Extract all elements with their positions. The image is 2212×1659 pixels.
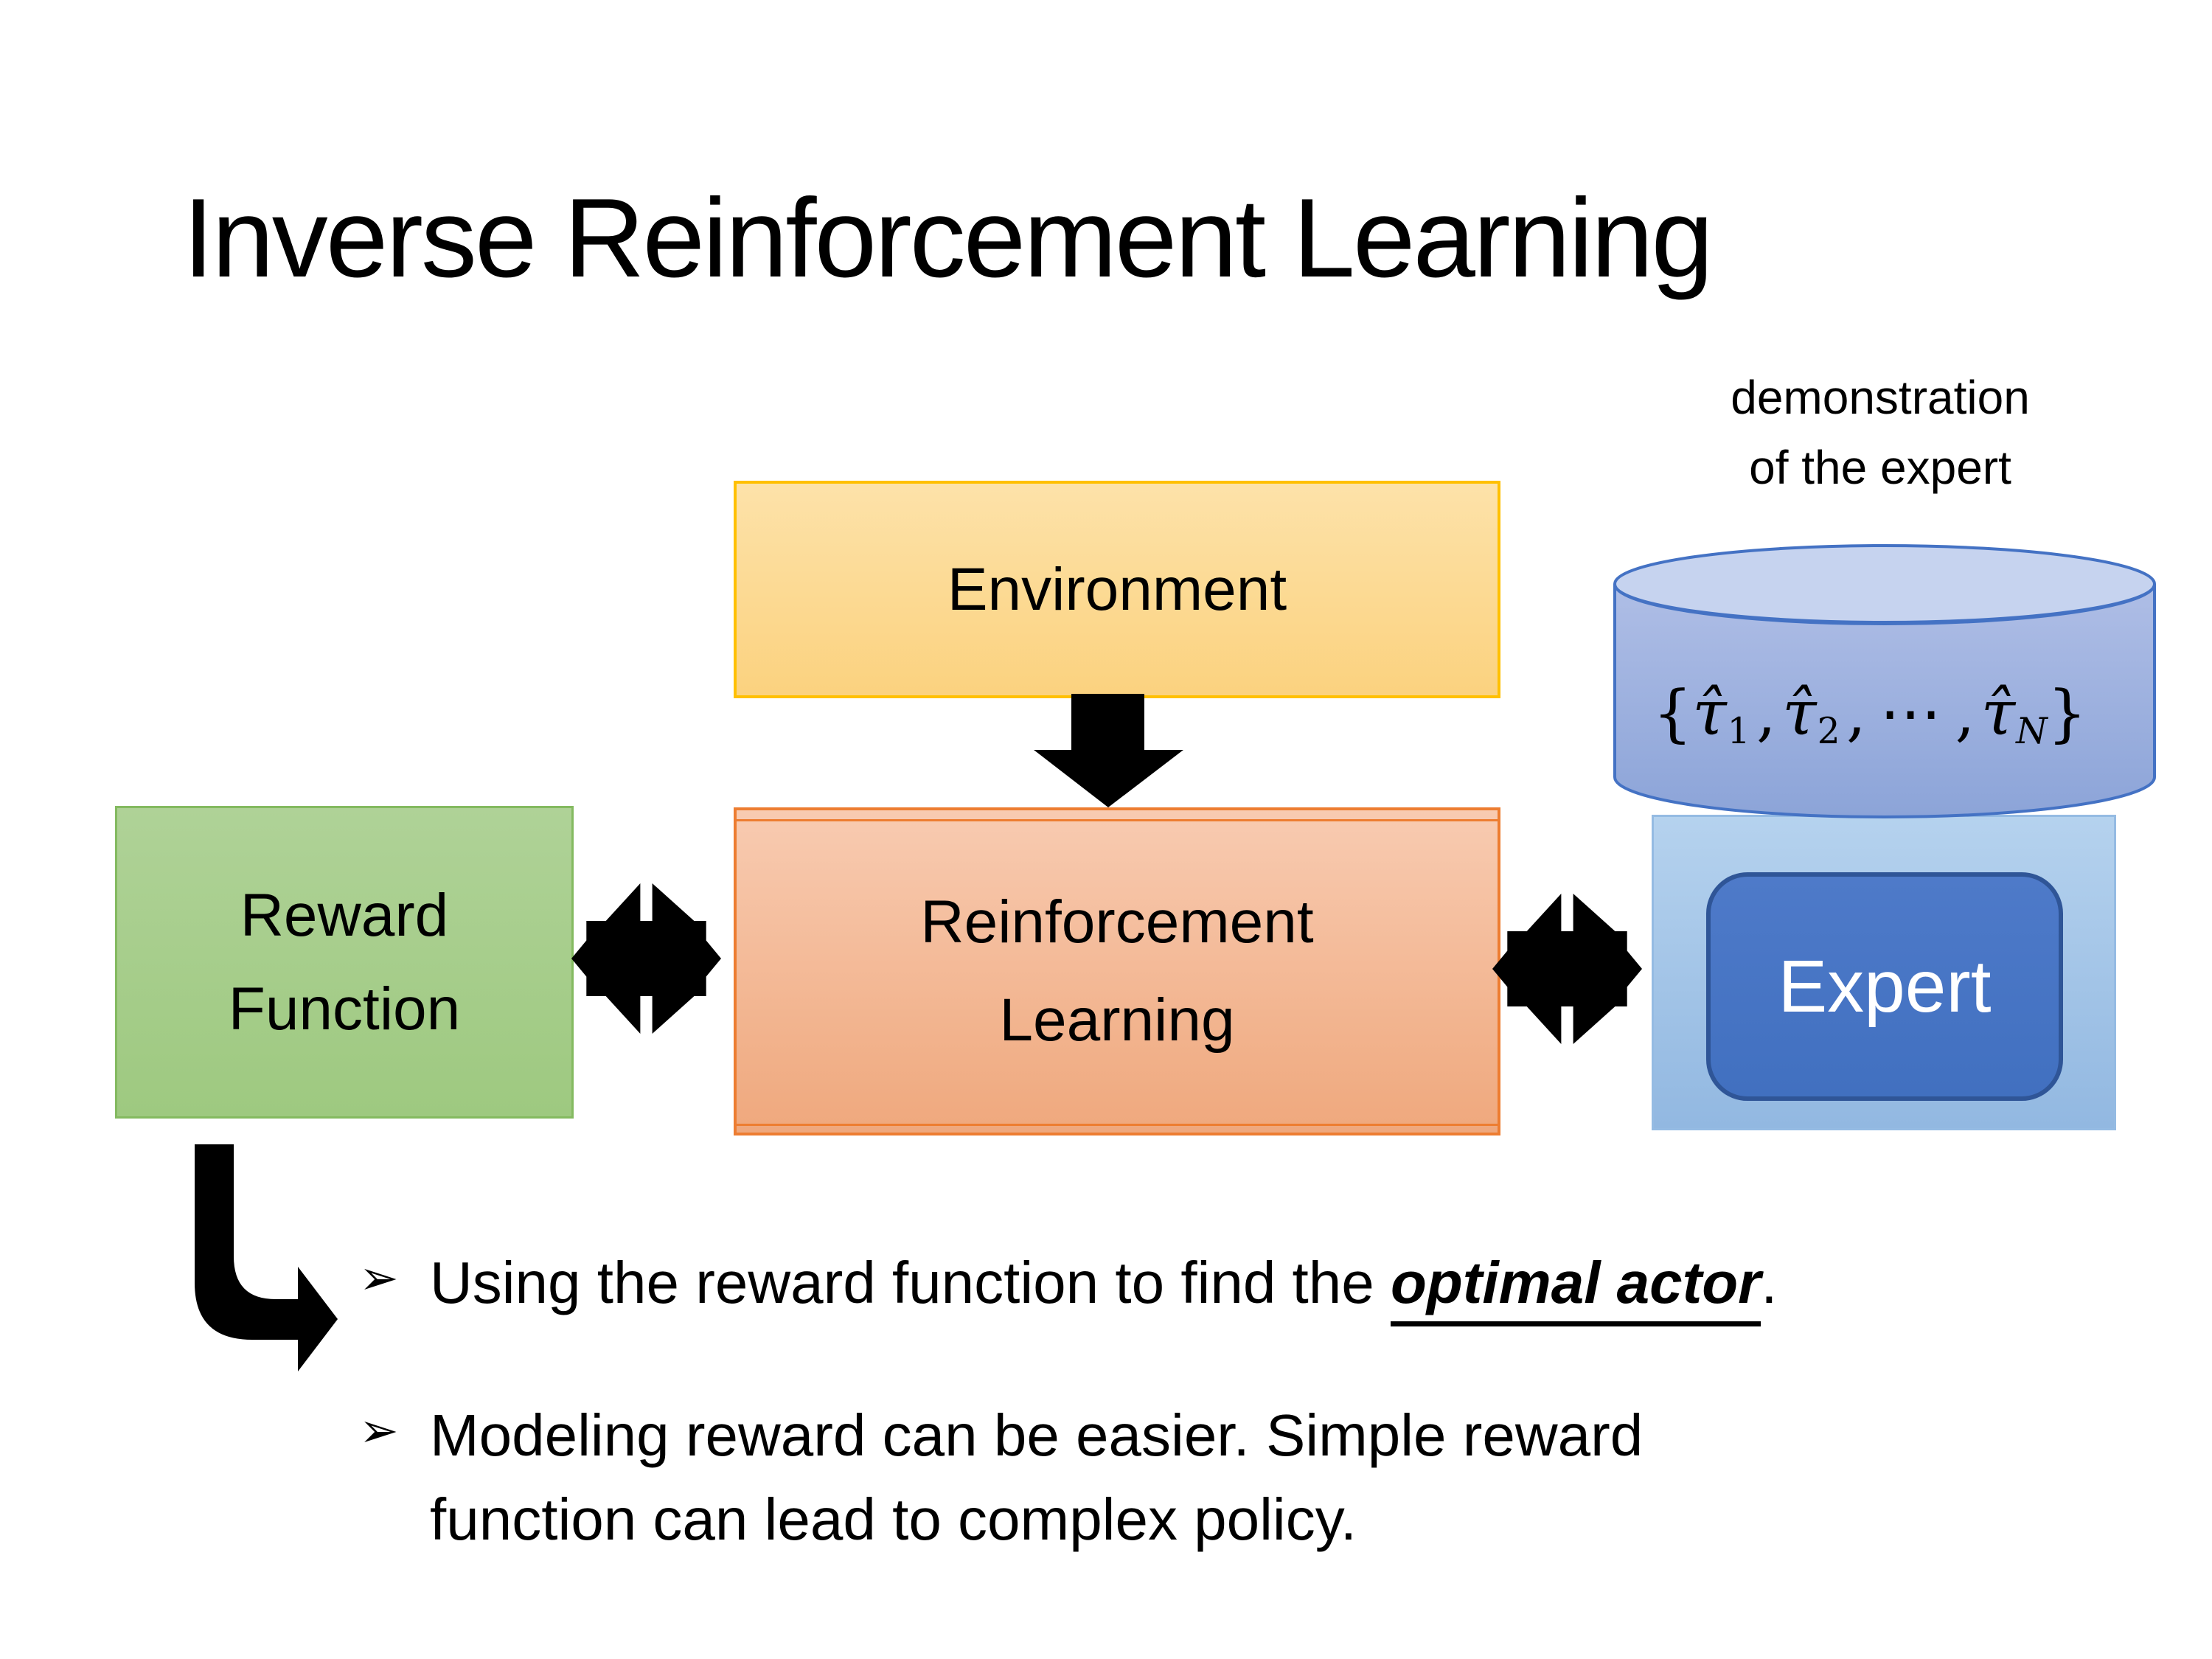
tau-sub-1: 1 — [1727, 711, 1750, 753]
demonstration-label-line2: of the expert — [1749, 440, 2011, 494]
double-arrow-icon — [1492, 894, 1642, 1044]
tau-sub-2: 2 — [1817, 711, 1840, 753]
tau-hat-1: τ̂ — [1692, 677, 1727, 749]
rl-box-inner-bottom-line — [737, 1124, 1498, 1126]
formula-close-brace: } — [2047, 677, 2087, 749]
formula-open-brace: { — [1652, 677, 1693, 749]
expert-box: Expert — [1706, 872, 2063, 1101]
environment-label: Environment — [947, 555, 1287, 623]
reinforcement-learning-label-line1: Reinforcement — [920, 888, 1314, 956]
arrow-bullet-icon: ➢ — [359, 1251, 399, 1304]
bullet-2-line1: Modeling reward can be easier. Simple re… — [430, 1402, 1644, 1468]
bullet-item-1: ➢ Using the reward function to find the … — [359, 1241, 1778, 1326]
demonstration-label: demonstration of the expert — [1593, 363, 2168, 502]
bullet-1-highlight: optimal actor — [1390, 1250, 1761, 1326]
trajectory-set-formula: {τ̂1,τ̂2,⋯,τ̂N} — [1634, 677, 2106, 752]
arrow-bullet-icon: ➢ — [359, 1404, 399, 1457]
bent-right-arrow-icon — [195, 1144, 338, 1371]
tau-hat-N: τ̂ — [1980, 677, 2016, 749]
formula-comma: , — [1756, 677, 1776, 749]
reward-function-box: Reward Function — [115, 806, 574, 1119]
page-title: Inverse Reinforcement Learning — [183, 175, 1714, 301]
reward-function-label-line2: Function — [228, 975, 461, 1043]
bullet-1-prefix: Using the reward function to find the — [430, 1250, 1391, 1315]
reinforcement-learning-label-line2: Learning — [999, 986, 1235, 1054]
formula-comma: , — [1955, 677, 1975, 749]
environment-box: Environment — [734, 481, 1500, 698]
double-arrow-icon — [571, 883, 721, 1034]
expert-label: Expert — [1778, 945, 1992, 1028]
tau-sub-N: N — [2016, 711, 2048, 753]
tau-hat-2: τ̂ — [1782, 677, 1817, 749]
bullet-2-line2: function can lead to complex policy. — [430, 1486, 1357, 1552]
bullet-1-suffix: . — [1761, 1250, 1778, 1315]
formula-comma: , — [1846, 677, 1866, 749]
reward-function-label-line1: Reward — [240, 881, 449, 949]
bullet-1-text: Using the reward function to find the op… — [430, 1241, 1778, 1326]
demonstration-label-line1: demonstration — [1731, 371, 2030, 424]
down-arrow-icon — [1034, 694, 1183, 807]
database-cylinder-icon — [1613, 544, 2156, 818]
bullet-2-text: Modeling reward can be easier. Simple re… — [430, 1394, 1643, 1561]
formula-dots: ⋯ — [1879, 677, 1942, 749]
reinforcement-learning-box: Reinforcement Learning — [734, 807, 1500, 1135]
bullet-item-2: ➢ Modeling reward can be easier. Simple … — [359, 1394, 1643, 1561]
rl-box-inner-top-line — [737, 819, 1498, 821]
